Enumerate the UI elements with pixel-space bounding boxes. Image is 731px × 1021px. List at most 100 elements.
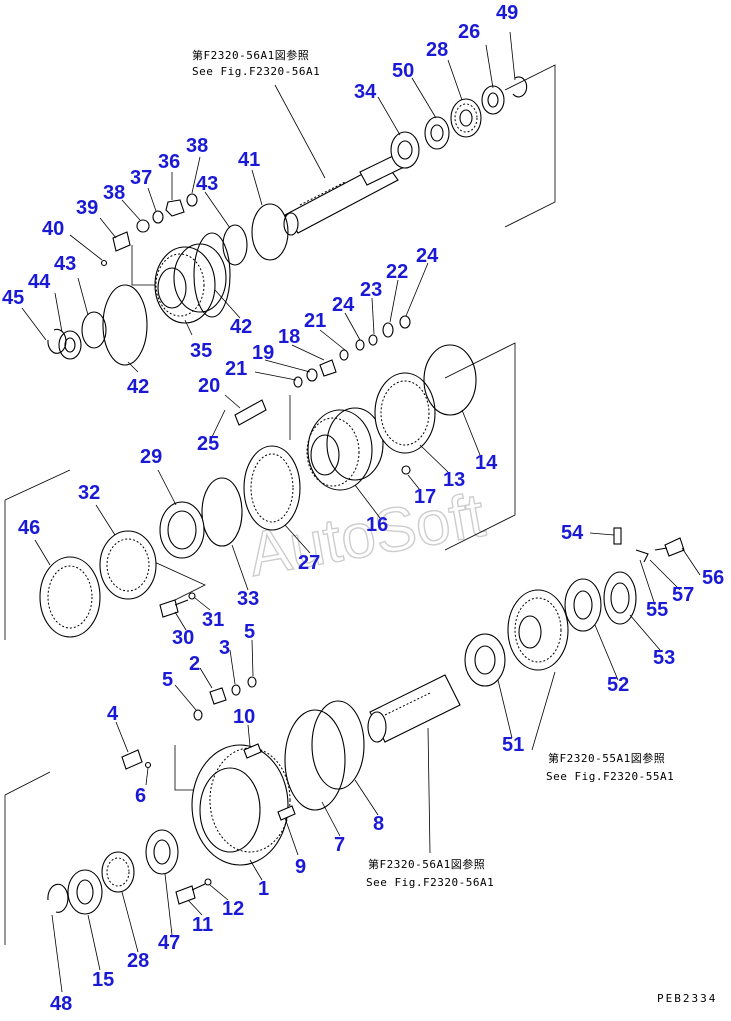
callout-labels: 49 26 28 50 34 41 38 36 37 43 38 39 40 4…: [2, 2, 724, 1015]
bracket-inner-2: [174, 745, 200, 791]
reference-note-bottom-jp: 第F2320-56A1図参照: [368, 857, 485, 871]
part-48-snap-ring: [47, 883, 69, 913]
part-51-bearing: [464, 633, 506, 687]
part-26-bearing: [481, 85, 505, 115]
part-39-pin: [112, 231, 131, 252]
part-46-bearing: [39, 556, 101, 638]
callout-24-right: 24: [416, 245, 439, 267]
part-9-pin: [277, 805, 296, 821]
output-shaft: [367, 674, 461, 743]
part-7-gasket: [284, 709, 346, 811]
callout-6: 6: [135, 785, 146, 807]
bracket-inner-3: [149, 559, 206, 601]
part-38-washer-2: [186, 193, 198, 207]
callout-47: 47: [158, 932, 180, 954]
callout-17: 17: [414, 486, 436, 508]
part-56-bolt: [654, 537, 685, 557]
callout-26: 26: [458, 21, 480, 43]
callout-41: 41: [238, 149, 260, 171]
callout-33: 33: [237, 588, 259, 610]
part-2-nut: [209, 687, 227, 705]
part-10-pin: [243, 743, 262, 759]
part-5-washer: [247, 676, 257, 688]
callout-14: 14: [475, 452, 498, 474]
part-41-ring: [251, 203, 289, 261]
callout-46: 46: [18, 517, 40, 539]
callout-15: 15: [92, 969, 114, 991]
part-45-snap-ring: [47, 328, 67, 354]
part-32-ring-gear: [99, 530, 157, 600]
part-20-pin: [234, 399, 267, 426]
bracket-middle-left: [4, 469, 71, 501]
callout-19: 19: [252, 342, 274, 364]
part-40-ball: [100, 259, 108, 267]
part-11-bolt: [175, 883, 206, 905]
part-12-washer: [204, 878, 212, 886]
part-43-ring: [222, 224, 248, 266]
part-6-ball: [144, 761, 152, 769]
part-28-bearing: [450, 98, 482, 138]
callout-25: 25: [197, 433, 219, 455]
part-13-gear: [374, 372, 436, 454]
part-5-washer-2: [193, 709, 203, 721]
callout-49: 49: [496, 2, 518, 24]
callout-8: 8: [373, 813, 384, 835]
callout-53: 53: [653, 647, 675, 669]
callout-9: 9: [295, 856, 306, 878]
callout-22: 22: [386, 261, 408, 283]
part-36-nut: [165, 199, 185, 217]
part-43-ring-left: [81, 311, 107, 349]
callout-44: 44: [28, 271, 51, 293]
reference-note-right-en: See Fig.F2320-55A1: [546, 770, 674, 783]
callout-37: 37: [130, 167, 152, 189]
callout-32: 32: [78, 482, 100, 504]
callout-21-top: 21: [304, 310, 326, 332]
part-31-washer: [188, 592, 196, 600]
callout-48: 48: [50, 993, 72, 1015]
callout-7: 7: [334, 834, 345, 856]
part-14-o-ring: [423, 344, 477, 416]
document-id: PEB2334: [657, 992, 717, 1005]
callout-35: 35: [190, 340, 212, 362]
callout-52: 52: [607, 674, 629, 696]
callout-21-left: 21: [225, 358, 247, 380]
reference-note-top-jp: 第F2320-56A1図参照: [192, 48, 309, 62]
callout-4: 4: [107, 703, 119, 725]
callout-18: 18: [278, 326, 300, 348]
leader-lines: [21, 31, 701, 993]
part-50-bearing: [424, 116, 450, 150]
callout-31: 31: [202, 609, 224, 631]
part-55-clip: [635, 549, 649, 563]
callout-30: 30: [172, 627, 194, 649]
part-38-washer: [136, 219, 150, 233]
part-53-plate: [603, 571, 637, 625]
part-33-o-ring: [201, 477, 243, 547]
callout-55: 55: [646, 599, 668, 621]
callout-13: 13: [443, 469, 465, 491]
part-44-bearing: [58, 330, 82, 360]
bracket-lower-left: [4, 771, 51, 796]
part-49-snap-ring: [512, 76, 528, 98]
part-37-washer: [152, 210, 164, 224]
callout-28: 28: [426, 39, 448, 61]
part-35-clutch-drum: [154, 243, 227, 324]
reference-note-right-jp: 第F2320-55A1図参照: [548, 751, 665, 765]
callout-27: 27: [298, 552, 320, 574]
part-15-bearing: [67, 869, 103, 915]
bracket-inner-1: [131, 245, 160, 286]
part-3-washer: [231, 684, 241, 696]
middle-small-parts: [293, 315, 411, 388]
callout-54: 54: [561, 522, 584, 544]
callout-3: 3: [219, 637, 230, 659]
callout-2: 2: [189, 653, 200, 675]
callout-42-lower: 42: [127, 376, 149, 398]
callout-29: 29: [140, 446, 162, 468]
part-34-bearing: [390, 131, 420, 169]
callout-50: 50: [392, 60, 414, 82]
callout-38-left: 38: [103, 182, 125, 204]
callout-43-top: 43: [196, 173, 218, 195]
part-42-o-ring-upper: [193, 232, 231, 318]
part-42-o-ring-lower: [102, 284, 148, 366]
part-16-clutch-pack: [306, 407, 384, 491]
